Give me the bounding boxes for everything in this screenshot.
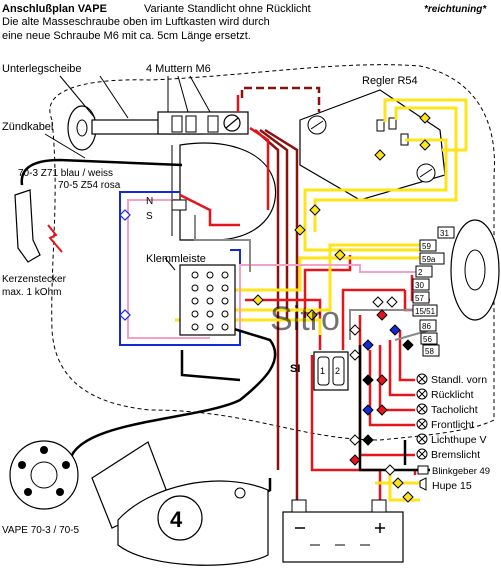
battery-terminal-positive <box>371 499 387 513</box>
washer-label: Unterlegscheibe <box>2 63 82 75</box>
battery-terminal-negative <box>291 499 307 513</box>
note-line-2: eine neue Schraube M6 mit ca. 5cm Länge … <box>2 30 251 42</box>
spark-plug-cap <box>14 189 41 263</box>
lamp-consumer: Frontlicht <box>416 418 474 431</box>
terminal-label: 59 <box>422 242 431 251</box>
flasher-icon <box>417 465 429 475</box>
magnet <box>171 199 187 211</box>
blue-wires <box>119 191 241 346</box>
wire-connectors <box>119 112 431 503</box>
terminal-box <box>422 344 440 357</box>
lamp-consumer: Bremslicht <box>416 448 480 461</box>
fuse-2 <box>332 356 345 386</box>
lamp-consumer: Lichthupe V <box>416 433 486 446</box>
ground-lug <box>234 487 246 499</box>
terminal-label: 57 <box>415 294 424 303</box>
fuse-label: SI <box>290 363 300 375</box>
nut-2 <box>185 115 197 133</box>
terminal-label: 30 <box>415 281 424 290</box>
terminal-box <box>420 332 438 345</box>
terminal-label: 31 <box>440 229 449 238</box>
gear-wheel <box>157 495 203 541</box>
terminal-box <box>419 319 437 332</box>
model-label: VAPE 70-3 / 70-5 <box>2 525 80 536</box>
lamp-consumer: Rücklicht <box>416 388 474 401</box>
wire-label-1: 70-3 Z71 blau / weiss <box>18 168 113 179</box>
terminal-box <box>437 226 455 239</box>
gear-number: 4 <box>170 507 183 532</box>
leader-lines <box>44 75 211 271</box>
darkred-wires <box>240 86 321 520</box>
fuse-1 <box>317 356 330 386</box>
terminal-box <box>415 265 433 278</box>
flywheel-holes <box>18 446 70 496</box>
watermark: Sitro <box>270 300 340 338</box>
nut-1 <box>171 115 183 133</box>
diagram-title: Anschlußplan VAPE <box>2 3 107 15</box>
consumer-label: Frontlicht <box>431 419 474 431</box>
pink-wires <box>127 199 420 339</box>
lamp-consumer: Tacholicht <box>416 403 478 416</box>
battery <box>282 511 404 563</box>
plug-label-2: max. 1 kOhm <box>2 287 61 298</box>
horn-unit: Hupe 15 <box>419 477 472 492</box>
washer-hole <box>76 119 88 137</box>
generator-housing <box>179 142 277 241</box>
terminal-label: 15/51 <box>415 307 436 316</box>
regulator-terminal-2 <box>388 117 397 130</box>
terminal-strip-label: Klemmleiste <box>146 253 206 265</box>
flywheel-hub <box>30 461 58 489</box>
consumer-label: Rücklicht <box>431 389 474 401</box>
wire-label-2: 70-5 Z54 rosa <box>58 180 121 191</box>
bracket-screw-slot <box>225 117 239 129</box>
housing-outline <box>49 64 495 441</box>
consumer-label: Blinkgeber 49 <box>432 466 490 477</box>
regulator-terminal-1 <box>376 119 385 132</box>
terminal-label: 59a <box>422 255 436 264</box>
consumer-label: Hupe 15 <box>432 480 472 492</box>
rear-cover-inner <box>464 249 486 291</box>
regulator-label: Regler R54 <box>362 75 418 87</box>
nuts-label: 4 Muttern M6 <box>146 63 211 75</box>
terminal-label: 86 <box>422 322 431 331</box>
south-label: S <box>146 211 153 222</box>
lamp-consumer: Standl. vorn <box>416 373 487 386</box>
brand-text: *reichtuning* <box>424 4 487 15</box>
terminal-strip-screws <box>191 271 229 331</box>
consumer-list: Standl. vornRücklichtTacholichtFrontlich… <box>416 373 490 492</box>
terminal-column: 31 59 59a 2 30 57 15/51 86 56 58 <box>412 226 455 357</box>
fuse-2-label: 2 <box>335 366 340 376</box>
rear-cover <box>450 219 500 321</box>
note-line-1: Die alte Masseschraube oben im Luftkaste… <box>2 16 270 28</box>
terminal-box <box>419 239 437 252</box>
terminal-box <box>419 252 445 265</box>
consumer-label: Tacholicht <box>431 404 478 416</box>
terminal-box <box>412 304 438 317</box>
terminal-box <box>412 291 430 304</box>
terminal-box <box>412 278 430 291</box>
flasher-unit: Blinkgeber 49 <box>417 465 490 477</box>
terminal-label: 58 <box>425 347 434 356</box>
fuse-1-label: 1 <box>320 366 325 376</box>
ignition-cable-label: Zündkabel <box>2 121 53 133</box>
consumer-label: Standl. vorn <box>431 374 487 386</box>
consumer-label: Bremslicht <box>431 449 480 461</box>
variant-text: Variante Standlicht ohne Rücklicht <box>144 3 311 15</box>
terminal-label: 56 <box>423 335 432 344</box>
plug-label-1: Kerzenstecker <box>2 274 67 285</box>
horn-icon <box>419 477 427 491</box>
consumer-label: Lichthupe V <box>431 434 486 446</box>
nut-3 <box>207 115 219 133</box>
spark-icon <box>47 224 63 253</box>
north-label: N <box>146 196 153 207</box>
terminal-label: 2 <box>418 268 423 277</box>
